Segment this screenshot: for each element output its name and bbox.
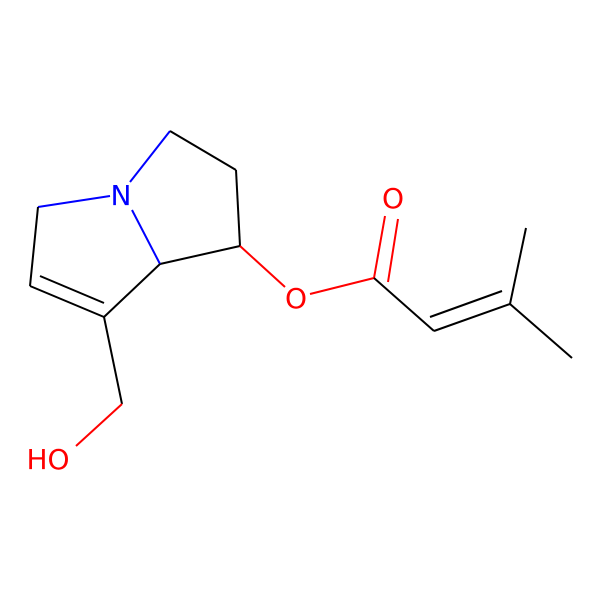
bond-n-c5 bbox=[37, 195, 111, 208]
bond-c1-c8 bbox=[159, 245, 241, 265]
bond-cbeta-methyl-top bbox=[509, 227, 527, 305]
bond-c6-c7-double bbox=[39, 275, 105, 304]
bond-oester-ccarbonyl bbox=[309, 277, 375, 295]
atom-label-carbonyl-oxygen: O bbox=[382, 182, 404, 215]
bond-calpha-cbeta-double bbox=[429, 290, 503, 318]
bond-ch2-oh bbox=[75, 403, 123, 447]
bond-n-c3 bbox=[129, 130, 171, 183]
atom-label-ester-oxygen: O bbox=[285, 282, 307, 315]
bond-c1-oester bbox=[239, 245, 286, 288]
bond-c7-ch2 bbox=[103, 316, 123, 405]
bond-ccarbonyl-calpha bbox=[373, 277, 435, 332]
bond-calpha-cbeta bbox=[433, 303, 511, 332]
bond-ccarbonyl-ocarbonyl-double bbox=[387, 218, 399, 283]
bond-cbeta-methyl-right bbox=[509, 303, 573, 359]
atom-label-hydroxyl: HO bbox=[26, 443, 69, 476]
bond-c7-c8 bbox=[103, 263, 161, 318]
atom-label-nitrogen: N bbox=[111, 179, 132, 212]
bond-c6-c7 bbox=[29, 285, 105, 318]
bond-ccarbonyl-ocarbonyl bbox=[373, 215, 386, 279]
bond-c3-c2 bbox=[169, 130, 237, 171]
bond-c8-n bbox=[131, 209, 161, 265]
bond-c5-c6 bbox=[29, 206, 39, 287]
bond-c2-c1 bbox=[235, 169, 241, 247]
